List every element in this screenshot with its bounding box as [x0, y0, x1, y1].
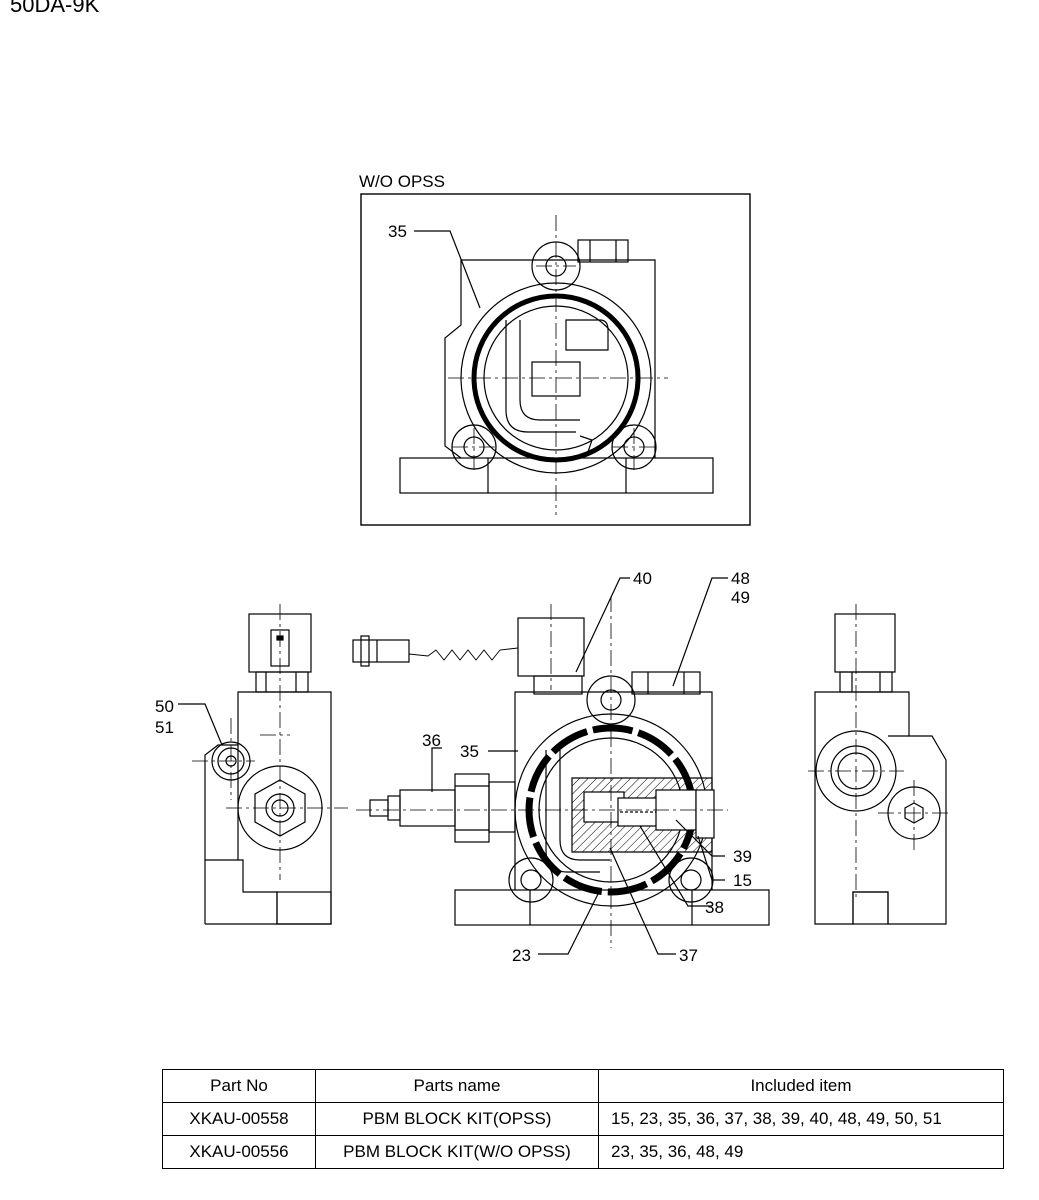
callout-37: 37: [679, 946, 698, 965]
callout-48: 48: [731, 569, 750, 588]
left-side-view: [178, 604, 348, 925]
table-row: XKAU-00558 PBM BLOCK KIT(OPSS) 15, 23, 3…: [162, 1102, 1004, 1136]
header-part-no: Part No: [162, 1069, 316, 1103]
callout-23: 23: [512, 946, 531, 965]
callout-50: 50: [155, 697, 174, 716]
part-no-cell: XKAU-00558: [162, 1102, 316, 1136]
callout-38: 38: [705, 898, 724, 917]
callout-36: 36: [422, 731, 441, 750]
callout-39: 39: [733, 847, 752, 866]
callout-35-top: 35: [388, 222, 407, 241]
callout-51: 51: [155, 718, 174, 737]
callout-15: 15: [733, 871, 752, 890]
header-parts-name: Parts name: [315, 1069, 599, 1103]
included-items-cell: 15, 23, 35, 36, 37, 38, 39, 40, 48, 49, …: [598, 1102, 1004, 1136]
parts-name-cell: PBM BLOCK KIT(OPSS): [315, 1102, 599, 1136]
right-side-view: [808, 604, 952, 925]
without-opss-label: W/O OPSS: [359, 172, 445, 191]
header-included-item: Included item: [598, 1069, 1004, 1103]
center-main-view: [352, 577, 770, 955]
table-row: XKAU-00556 PBM BLOCK KIT(W/O OPSS) 23, 3…: [162, 1135, 1004, 1169]
included-items-cell: 23, 35, 36, 48, 49: [598, 1135, 1004, 1169]
part-no-cell: XKAU-00556: [162, 1135, 316, 1169]
model-title: 50DA-9K: [10, 0, 100, 17]
top-view-wo-opss: [360, 193, 751, 526]
exploded-drawing: 35 40 48 49 50 51 36 35 39 15 38 23 37: [155, 193, 952, 965]
callout-40: 40: [633, 569, 652, 588]
callout-35: 35: [460, 742, 479, 761]
kit-table: Part No Parts name Included item XKAU-00…: [162, 1069, 1004, 1169]
parts-name-cell: PBM BLOCK KIT(W/O OPSS): [315, 1135, 599, 1169]
table-header-row: Part No Parts name Included item: [162, 1069, 1004, 1103]
callout-49: 49: [731, 588, 750, 607]
